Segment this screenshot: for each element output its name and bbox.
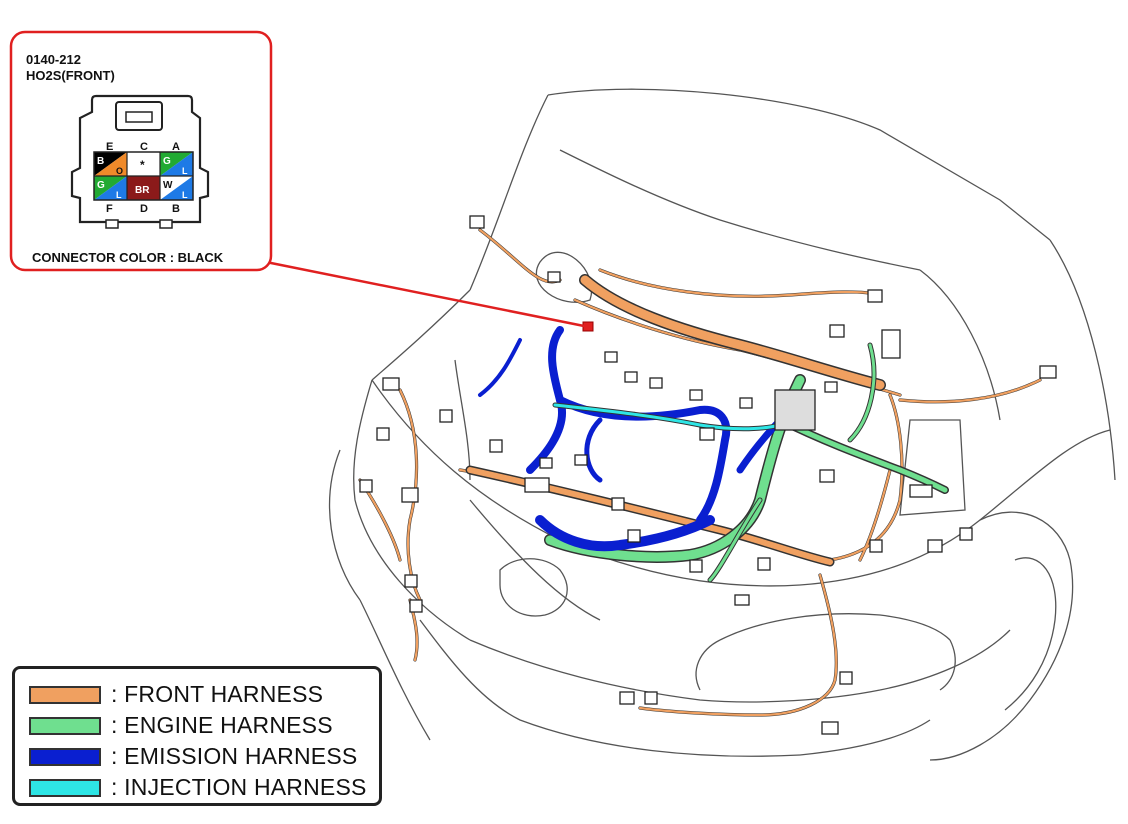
pin-a-color-code: G [163, 156, 171, 167]
connector-name: HO2S(FRONT) [26, 68, 115, 83]
connector-block [699, 427, 715, 441]
connector-block [757, 557, 771, 571]
pin-f-stripe-code: L [116, 190, 122, 200]
connector-block [439, 409, 453, 423]
connector-face: E C A F D B B O * G L G L BR W L [70, 94, 210, 229]
pin-b-stripe-code: L [182, 190, 188, 200]
connector-block [649, 377, 663, 389]
connector-block [611, 497, 625, 511]
pin-d-wire [127, 176, 160, 200]
legend-label: : INJECTION HARNESS [111, 774, 367, 800]
connector-block [689, 389, 703, 401]
connector-block [824, 381, 838, 393]
connector-color-caption: CONNECTOR COLOR : BLACK [32, 250, 224, 265]
pin-label-top: C [140, 141, 148, 153]
connector-block [881, 329, 901, 359]
legend-label: : FRONT HARNESS [111, 681, 324, 707]
pin-label-top: E [106, 141, 113, 153]
callout-leader-line [265, 260, 585, 328]
connector-block [404, 574, 418, 588]
pin-b-color-code: W [163, 180, 173, 191]
ho2s-front-connector-marker[interactable] [582, 321, 594, 332]
pin-f-wire-stripe [94, 176, 127, 200]
injection-harness-wires [552, 402, 783, 432]
front-harness-wires [358, 228, 1042, 717]
pin-c-code: * [140, 158, 145, 172]
vehicle-outline [329, 88, 1116, 761]
legend-swatch [29, 747, 101, 766]
pin-label-bottom: D [140, 203, 148, 215]
harness-connectors [359, 215, 1057, 735]
connector-block [627, 529, 641, 543]
connector-block [867, 289, 883, 303]
connector-block [401, 487, 419, 503]
connector-block [821, 721, 839, 735]
legend-item-engine-harness: : ENGINE HARNESS [29, 710, 379, 741]
harness-legend: : FRONT HARNESS : ENGINE HARNESS : EMISS… [12, 666, 382, 806]
legend-swatch [29, 778, 101, 797]
legend-label: : EMISSION HARNESS [111, 743, 358, 769]
connector-block [927, 539, 943, 553]
connector-block [959, 527, 973, 541]
connector-block [469, 215, 485, 229]
pin-c-cell [127, 152, 160, 176]
connector-block [829, 324, 845, 338]
connector-latch-slot [125, 111, 153, 123]
connector-foot [105, 219, 119, 229]
connector-block [489, 439, 503, 453]
connector-block [619, 691, 635, 705]
pin-e-stripe-code: O [116, 166, 123, 176]
pin-a-wire-stripe [160, 152, 193, 176]
legend-swatch [29, 685, 101, 704]
connector-block [409, 599, 423, 613]
connector-cluster [774, 389, 816, 431]
legend-swatch [29, 716, 101, 735]
legend-item-front-harness: : FRONT HARNESS [29, 679, 379, 710]
connector-block [624, 371, 638, 383]
connector-block [909, 484, 933, 498]
legend-item-emission-harness: : EMISSION HARNESS [29, 741, 379, 772]
connector-foot [159, 219, 173, 229]
pin-e-wire-stripe [94, 152, 127, 176]
connector-code: 0140-212 [26, 52, 81, 67]
connector-block [689, 559, 703, 573]
pin-label-bottom: B [172, 203, 180, 215]
legend-item-injection-harness: : INJECTION HARNESS [29, 772, 379, 803]
connector-block [574, 454, 588, 466]
connector-block [382, 377, 400, 391]
legend-label: : ENGINE HARNESS [111, 712, 333, 738]
pin-b-wire-stripe [160, 176, 193, 200]
connector-block [819, 469, 835, 483]
pin-f-color-code: G [97, 180, 105, 191]
connector-block [734, 594, 750, 606]
connector-block [359, 479, 373, 493]
connector-block [539, 457, 553, 469]
connector-block [839, 671, 853, 685]
pin-label-top: A [172, 141, 180, 153]
pin-a-stripe-code: L [182, 166, 188, 176]
connector-block [644, 691, 658, 705]
connector-block [604, 351, 618, 363]
pin-label-bottom: F [106, 203, 113, 215]
engine-harness-wires [544, 342, 949, 583]
connector-block [376, 427, 390, 441]
connector-block [739, 397, 753, 409]
connector-block [869, 539, 883, 553]
connector-block [547, 271, 561, 283]
pin-d-color-code: BR [135, 185, 150, 196]
connector-block [524, 477, 550, 493]
connector-block [1039, 365, 1057, 379]
pin-e-color-code: B [97, 156, 104, 167]
